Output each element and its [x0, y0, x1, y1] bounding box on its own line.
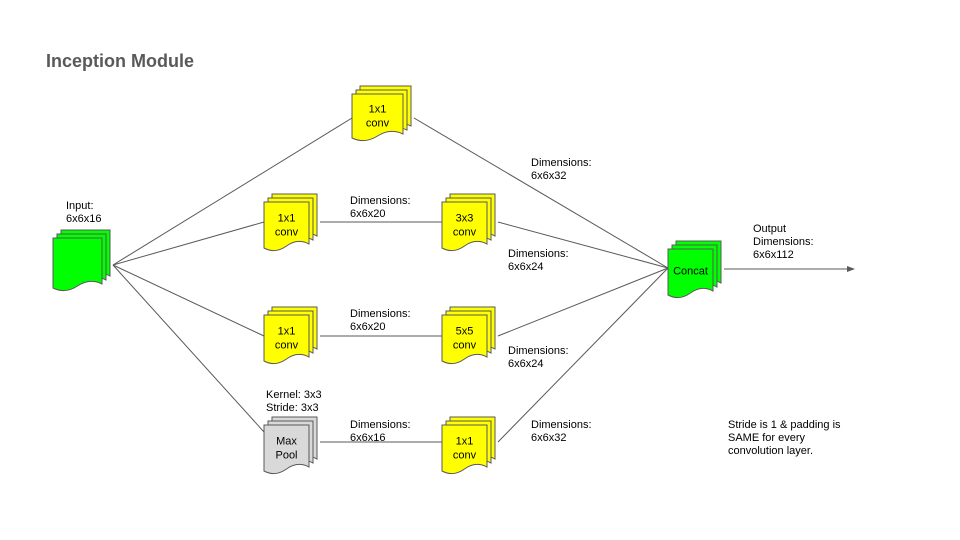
concat-node: Concat: [667, 240, 722, 299]
edge-top-conv-to-concat: [413, 117, 669, 269]
node-label: conv: [275, 340, 299, 352]
node-front-sheet: [263, 314, 310, 365]
node-label: Max: [276, 436, 297, 448]
labels: Input: 6x6x16 Dimensions: 6x6x32 Dimensi…: [66, 157, 844, 457]
edge-input-to-top-conv: [112, 117, 353, 266]
node-label: 5x5: [456, 326, 474, 338]
b3-mid-dims-label: Dimensions: 6x6x20: [350, 308, 414, 333]
node-label: Concat: [673, 266, 708, 278]
edge-input-to-b3-conv: [112, 264, 265, 337]
input-dims-label: Input: 6x6x16: [66, 200, 101, 225]
pool-params-label: Kernel: 3x3 Stride: 3x3: [266, 389, 325, 414]
node-front-sheet: [351, 93, 404, 142]
stride-padding-note: Stride is 1 & padding is SAME for every …: [728, 419, 844, 457]
b3-out-dims-label: Dimensions: 6x6x24: [508, 345, 572, 370]
node-label: conv: [453, 340, 477, 352]
b3-conv5x5-node: 5x5 conv: [441, 306, 496, 365]
node-label: conv: [453, 450, 477, 462]
b2-mid-dims-label: Dimensions: 6x6x20: [350, 195, 414, 220]
input-node: [52, 229, 111, 292]
node-label: 3x3: [456, 213, 474, 225]
node-front-sheet: [52, 237, 103, 292]
edge-input-to-maxpool: [112, 264, 265, 433]
node-label: Pool: [275, 450, 297, 462]
node-front-sheet: [667, 248, 714, 299]
b2-conv3x3-node: 3x3 conv: [441, 193, 496, 252]
top-conv1x1-node: 1x1 conv: [351, 85, 412, 142]
node-front-sheet: [263, 201, 310, 252]
edge-conv3x3-to-concat: [497, 221, 669, 269]
node-label: 1x1: [278, 326, 296, 338]
node-label: 1x1: [278, 213, 296, 225]
b3-conv1x1-node: 1x1 conv: [263, 306, 318, 365]
b4-mid-dims-label: Dimensions: 6x6x16: [350, 419, 414, 444]
edges: [112, 117, 855, 443]
node-label: 1x1: [369, 104, 387, 116]
b2-conv1x1-node: 1x1 conv: [263, 193, 318, 252]
b4-conv1x1-node: 1x1 conv: [441, 416, 496, 475]
node-front-sheet: [441, 424, 488, 475]
top-branch-dims-label: Dimensions: 6x6x32: [531, 157, 595, 182]
node-front-sheet: [263, 424, 310, 475]
node-label: conv: [366, 118, 390, 130]
edge-b4-conv-to-concat: [497, 267, 669, 443]
output-dims-label: Output Dimensions: 6x6x112: [753, 223, 817, 261]
page-title: Inception Module: [46, 51, 194, 71]
node-front-sheet: [441, 201, 488, 252]
b4-out-dims-label: Dimensions: 6x6x32: [531, 419, 595, 444]
node-front-sheet: [441, 314, 488, 365]
edge-input-to-b2-conv: [112, 221, 265, 266]
node-label: 1x1: [456, 436, 474, 448]
node-label: conv: [275, 227, 299, 239]
edge-conv5x5-to-concat: [497, 267, 669, 337]
node-label: conv: [453, 227, 477, 239]
b2-out-dims-label: Dimensions: 6x6x24: [508, 248, 572, 273]
